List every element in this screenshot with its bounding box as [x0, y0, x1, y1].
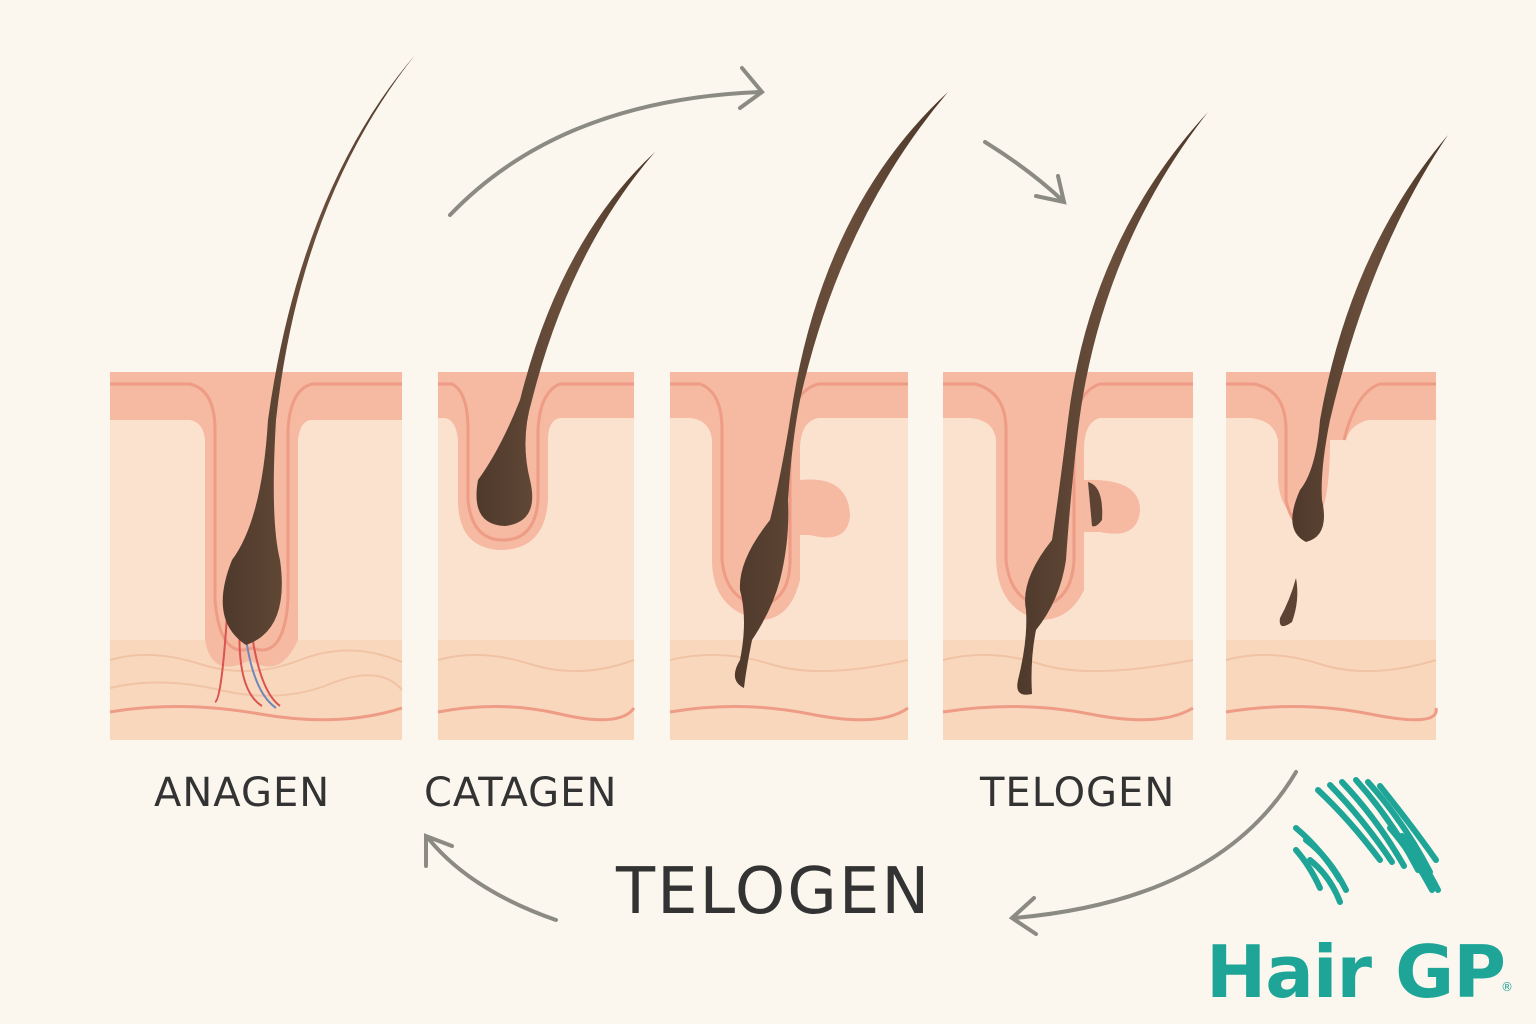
- arrowhead: [1034, 174, 1067, 205]
- arrow-bottom-right: [1012, 770, 1298, 920]
- arrowhead: [424, 833, 454, 868]
- hair-strand: [476, 152, 655, 526]
- label-telogen: TELOGEN: [980, 770, 1176, 816]
- hairgp-logo-mark: [1293, 777, 1441, 905]
- hair-strand: [734, 92, 948, 688]
- panel-shedding: [1225, 135, 1448, 740]
- arrowhead: [738, 66, 765, 110]
- hair-strand: [222, 55, 415, 645]
- arrowhead: [1008, 896, 1038, 936]
- panel-catagen: [437, 152, 655, 740]
- cycle-arrows: [424, 66, 1298, 936]
- panel-transition: [669, 92, 948, 740]
- shed-hair-bulb: [1279, 578, 1298, 627]
- label-catagen: CATAGEN: [424, 770, 618, 816]
- hairgp-logo-text: Hair GP: [1206, 930, 1506, 1014]
- hair-strand: [1292, 135, 1448, 542]
- arrow-top-right: [983, 140, 1064, 202]
- registered-mark: ®: [1501, 980, 1513, 994]
- label-anagen: ANAGEN: [154, 770, 331, 816]
- arrow-bottom-left: [426, 836, 558, 922]
- panel-telogen: [942, 112, 1208, 740]
- cycle-center-label: TELOGEN: [616, 855, 932, 929]
- hair-strand: [1017, 112, 1208, 695]
- panel-anagen: [109, 55, 415, 740]
- arrow-top-left: [448, 90, 762, 217]
